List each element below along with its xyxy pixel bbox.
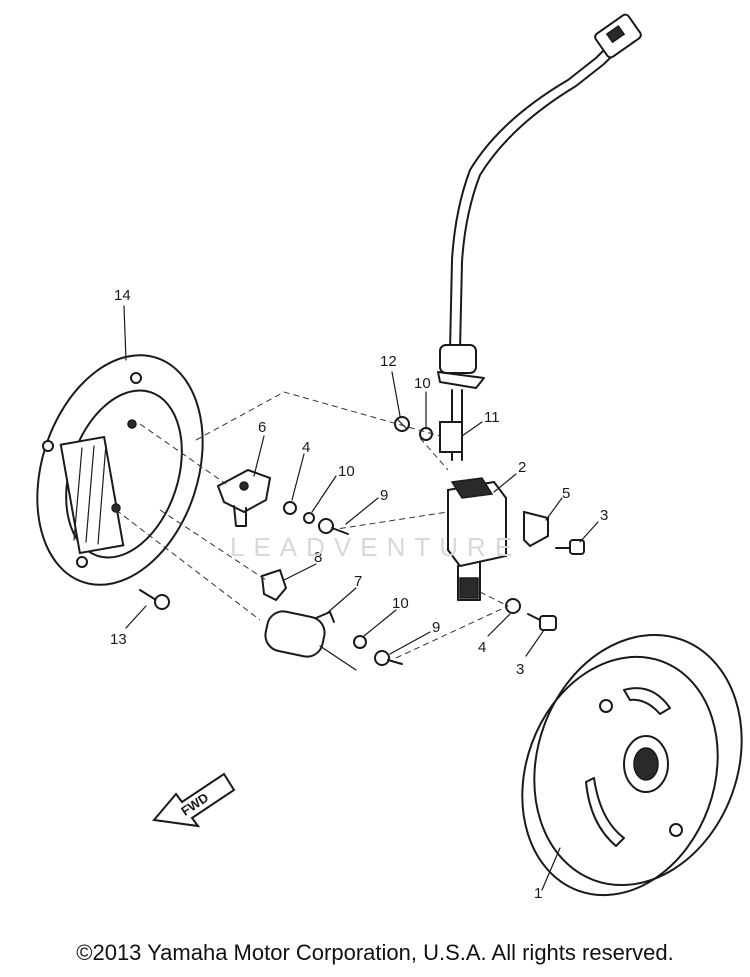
screw-12: [394, 416, 410, 432]
callout-5: 5: [562, 485, 571, 502]
callout-10-middle: 10: [338, 463, 355, 480]
callout-6: 6: [258, 419, 267, 436]
callout-7: 7: [354, 573, 363, 590]
bolt-3-upper: [555, 539, 585, 555]
contact-breaker: [216, 468, 272, 527]
callout-leader-lines: [123, 305, 599, 891]
washer-10-lower: [353, 635, 367, 649]
callout-12: 12: [380, 353, 397, 370]
callout-11: 11: [484, 409, 500, 426]
callout-13: 13: [110, 631, 127, 648]
callout-9-lower: 9: [432, 619, 441, 636]
callout-4-upper: 4: [302, 439, 311, 456]
flywheel-rotor: [521, 633, 743, 897]
callout-10-lower: 10: [392, 595, 409, 612]
lead-wire: [449, 13, 642, 351]
callout-1: 1: [534, 885, 543, 902]
screw-9-lower: [374, 650, 403, 666]
washer-4-upper: [283, 501, 297, 515]
callout-2: 2: [518, 459, 527, 476]
washer-10-middle: [303, 512, 315, 524]
callout-3-lower: 3: [516, 661, 525, 678]
screw-13: [139, 589, 170, 610]
callout-14: 14: [114, 287, 131, 304]
callout-8: 8: [314, 549, 323, 566]
bolt-3-lower: [527, 613, 557, 631]
callout-4-lower: 4: [478, 639, 487, 656]
copyright-notice: ©2013 Yamaha Motor Corporation, U.S.A. A…: [76, 940, 674, 965]
cdi-unit: [447, 477, 507, 601]
assembly-guide-lines: [115, 391, 509, 659]
stator-base-plate: [36, 354, 204, 586]
lubricator: [260, 568, 288, 602]
washer: [419, 427, 433, 441]
callout-10-upper: 10: [414, 375, 431, 392]
bracket: [523, 510, 549, 548]
condenser: [264, 610, 357, 671]
callout-3-upper: 3: [600, 507, 609, 524]
washer-4-lower: [505, 598, 521, 614]
fwd-direction-arrow: FWD: [152, 772, 236, 828]
watermark-text: LEADVENTURE: [230, 532, 522, 562]
wire-clip: [439, 421, 463, 453]
callout-9-upper: 9: [380, 487, 389, 504]
